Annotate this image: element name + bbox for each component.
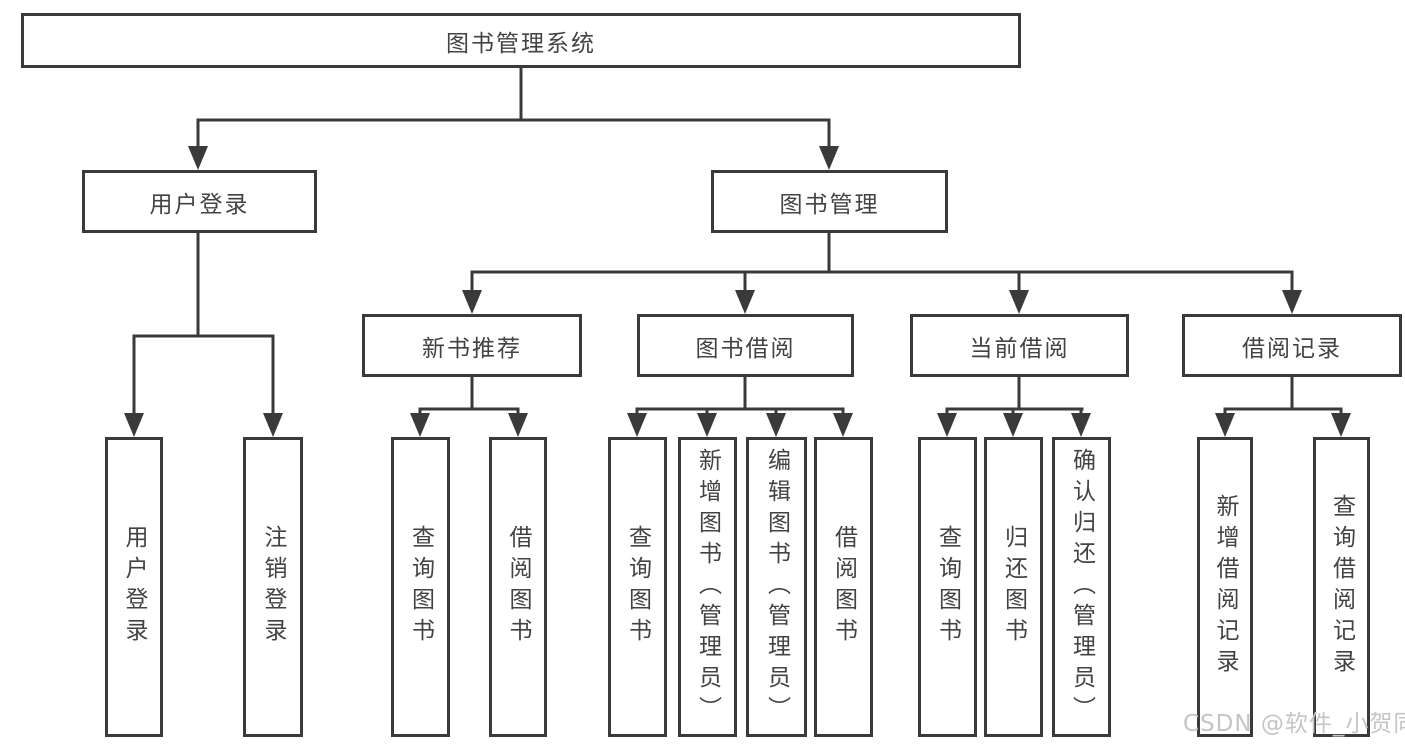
node-new-book-recommend: 新书推荐 <box>362 314 582 377</box>
connector-root-to-level1 <box>188 65 839 170</box>
node-borrow-records: 借阅记录 <box>1182 314 1402 377</box>
leaf-add-borrow-record: 新增借阅记录 <box>1197 437 1253 737</box>
node-current-borrow: 当前借阅 <box>910 314 1129 377</box>
node-library-management-system: 图书管理系统 <box>21 13 1021 68</box>
leaf-return-book: 归还图书 <box>984 437 1043 737</box>
csdn-watermark: CSDN @软件_小贺同学 <box>1183 711 1405 737</box>
leaf-confirm-return-admin: 确认归还（管理员） <box>1052 437 1111 737</box>
node-book-borrow: 图书借阅 <box>637 314 854 377</box>
connector-current-borrow-children <box>937 374 1091 437</box>
leaf-query-borrow-record: 查询借阅记录 <box>1313 437 1370 737</box>
leaf-logout: 注销登录 <box>243 437 303 737</box>
connector-user-login-children <box>124 230 283 437</box>
leaf-edit-book-admin: 编辑图书（管理员） <box>746 437 807 737</box>
connector-borrow-records-children <box>1215 374 1351 437</box>
node-book-management: 图书管理 <box>711 170 948 233</box>
connector-book-management-children <box>462 232 1302 314</box>
connector-new-book-recommend-children <box>410 374 528 437</box>
leaf-borrow-books-recommend: 借阅图书 <box>489 437 547 737</box>
connector-book-borrow-children <box>627 374 853 437</box>
leaf-query-books-recommend: 查询图书 <box>391 437 450 737</box>
leaf-query-books-current: 查询图书 <box>918 437 977 737</box>
leaf-user-login: 用户登录 <box>105 437 163 737</box>
node-user-login: 用户登录 <box>82 170 317 233</box>
leaf-add-book-admin: 新增图书（管理员） <box>678 437 737 737</box>
leaf-query-books-borrow: 查询图书 <box>608 437 667 737</box>
leaf-borrow-books: 借阅图书 <box>814 437 873 737</box>
